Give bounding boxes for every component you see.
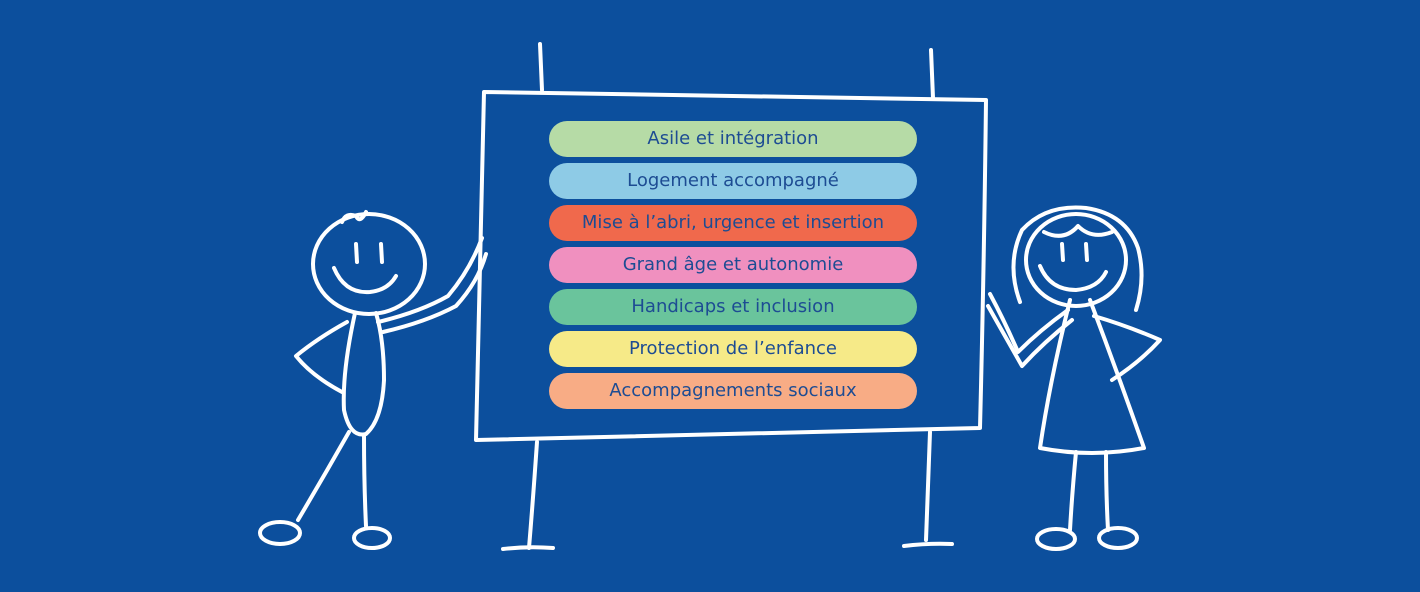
man-raised-arm-lower [381,252,488,334]
woman-right-foot [1097,526,1139,550]
category-logement[interactable]: Logement accompagné [549,163,917,199]
man-left-foot [258,520,302,546]
man-body [341,311,386,437]
category-protection-enfance[interactable]: Protection de l’enfance [549,331,917,367]
woman-right-eye [1084,242,1089,262]
man-head [311,212,427,316]
man-hair-icon [340,210,368,224]
category-mise-a-l-abri[interactable]: Mise à l’abri, urgence et insertion [549,205,917,241]
category-asile[interactable]: Asile et intégration [549,121,917,157]
woman-head [1024,212,1128,308]
man-right-foot [352,526,392,550]
easel-right-foot [902,541,954,548]
woman-left-eye [1060,242,1065,262]
easel-right-leg [924,430,932,542]
easel-top-right-peg [929,48,935,100]
man-raised-arm-upper [376,236,484,324]
man-smile [332,266,398,295]
man-left-eye [354,242,359,264]
stick-man [258,210,488,550]
easel-top-left-peg [538,42,544,92]
man-left-leg [296,430,351,522]
woman-right-leg [1104,450,1110,532]
woman-hip-arm [1092,314,1162,382]
easel [474,42,988,551]
woman-raised-arm-upper [988,292,1070,354]
woman-hair [1011,205,1144,312]
stick-woman [986,205,1162,551]
board-frame [474,90,988,442]
category-grand-age[interactable]: Grand âge et autonomie [549,247,917,283]
category-accompagnements[interactable]: Accompagnements sociaux [549,373,917,409]
man-right-eye [379,242,384,264]
easel-left-foot [501,545,555,551]
woman-raised-arm-lower [986,304,1074,368]
woman-left-foot [1035,527,1077,551]
category-handicaps[interactable]: Handicaps et inclusion [549,289,917,325]
woman-left-leg [1068,450,1078,532]
woman-smile [1038,264,1108,292]
woman-bangs [1042,224,1114,238]
woman-dress [1038,298,1146,455]
category-list: Asile et intégration Logement accompagné… [549,121,917,415]
man-right-leg [362,434,368,528]
man-hip-arm [294,320,349,394]
easel-left-leg [527,440,539,550]
